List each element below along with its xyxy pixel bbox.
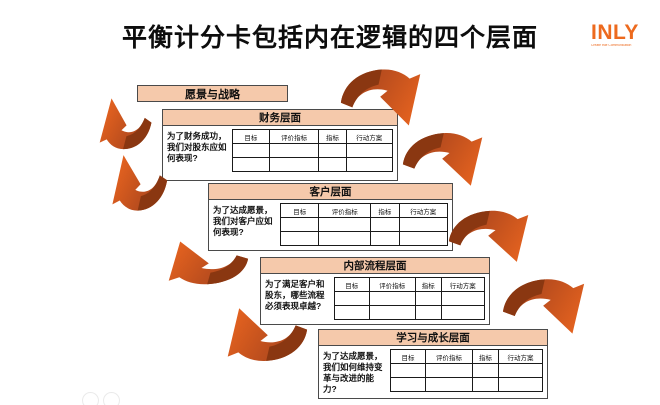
col-header-action: 行动方案 xyxy=(398,203,449,218)
internal-process-title: 内部流程层面 xyxy=(261,258,489,274)
customer-table: 目标 评价指标 指标 行动方案 xyxy=(279,203,449,246)
curved-arrow-down-2-icon xyxy=(402,133,483,186)
table-cell xyxy=(424,377,474,392)
table-cell xyxy=(318,231,372,246)
curved-arrow-up-2-icon xyxy=(112,154,169,213)
table-cell xyxy=(279,217,320,232)
financial-table: 目标 评价指标 指标 行动方案 xyxy=(232,129,394,172)
table-cell xyxy=(334,291,370,306)
table-cell xyxy=(345,157,394,172)
table-cell xyxy=(232,157,270,172)
curved-arrow-down-4-icon xyxy=(503,279,585,334)
learning-growth-body: 为了达成愿景，我们如何维持变革与改进的能力? 目标 评价指标 指标 行动方案 xyxy=(319,346,547,398)
logo-text: INLY xyxy=(591,21,639,44)
col-header-metric: 评价指标 xyxy=(318,203,372,218)
company-logo: INLY Create true Communication xyxy=(591,22,657,50)
table-cell xyxy=(268,143,320,158)
logo-tagline: Create true Communication xyxy=(591,44,632,48)
table-cell xyxy=(370,217,400,232)
table-cell xyxy=(334,305,370,320)
col-header-action: 行动方案 xyxy=(345,129,394,144)
customer-question: 为了达成愿景，我们对客户应如何表现? xyxy=(213,205,273,238)
table-cell xyxy=(415,305,442,320)
table-cell xyxy=(497,377,544,392)
financial-perspective-box: 财务层面 为了财务成功，我们对股东应如何表现? 目标 评价指标 指标 行动方案 xyxy=(162,109,398,181)
customer-perspective-body: 为了达成愿景，我们对客户应如何表现? 目标 评价指标 指标 行动方案 xyxy=(209,200,452,249)
table-cell xyxy=(279,231,320,246)
col-header-target: 指标 xyxy=(370,203,400,218)
col-header-action: 行动方案 xyxy=(497,349,544,364)
internal-process-question: 为了满足客户和股东，哪些流程必须表现卓越? xyxy=(265,279,325,312)
table-cell xyxy=(368,291,416,306)
financial-perspective-title: 财务层面 xyxy=(163,110,397,126)
col-header-target: 指标 xyxy=(318,129,347,144)
internal-process-perspective-box: 内部流程层面 为了满足客户和股东，哪些流程必须表现卓越? 目标 评价指标 指标 … xyxy=(260,257,490,325)
table-cell xyxy=(497,363,544,378)
learning-growth-perspective-box: 学习与成长层面 为了达成愿景，我们如何维持变革与改进的能力? 目标 评价指标 指… xyxy=(318,329,548,399)
table-cell xyxy=(440,305,485,320)
col-header-goal: 目标 xyxy=(232,129,270,144)
col-header-goal: 目标 xyxy=(390,349,426,364)
internal-process-body: 为了满足客户和股东，哪些流程必须表现卓越? 目标 评价指标 指标 行动方案 xyxy=(261,274,489,323)
financial-question: 为了财务成功，我们对股东应如何表现? xyxy=(167,131,227,164)
col-header-metric: 评价指标 xyxy=(368,277,416,292)
curved-arrow-up-4-icon xyxy=(227,308,308,361)
curved-arrow-up-1-icon xyxy=(99,97,154,152)
curved-arrow-down-3-icon xyxy=(448,210,529,262)
internal-process-table: 目标 评价指标 指标 行动方案 xyxy=(334,277,485,320)
col-header-metric: 评价指标 xyxy=(424,349,474,364)
col-header-goal: 目标 xyxy=(334,277,370,292)
table-cell xyxy=(390,377,426,392)
table-cell xyxy=(368,305,416,320)
curved-arrow-up-3-icon xyxy=(168,241,249,285)
learning-growth-question: 为了达成愿景，我们如何维持变革与改进的能力? xyxy=(323,351,383,395)
table-cell xyxy=(268,157,320,172)
table-cell xyxy=(345,143,394,158)
table-cell xyxy=(415,291,442,306)
table-cell xyxy=(318,217,372,232)
col-header-target: 指标 xyxy=(472,349,499,364)
table-cell xyxy=(318,143,347,158)
col-header-target: 指标 xyxy=(415,277,442,292)
vision-strategy-box: 愿景与战略 xyxy=(137,85,288,102)
table-cell xyxy=(370,231,400,246)
learning-growth-title: 学习与成长层面 xyxy=(319,330,547,346)
col-header-metric: 评价指标 xyxy=(268,129,320,144)
col-header-action: 行动方案 xyxy=(440,277,485,292)
watermark-circle xyxy=(82,392,99,405)
table-cell xyxy=(390,363,426,378)
watermark-circle xyxy=(103,392,120,405)
page-title: 平衡计分卡包括内在逻辑的四个层面 xyxy=(121,24,538,52)
table-cell xyxy=(440,291,485,306)
table-cell xyxy=(424,363,474,378)
customer-perspective-box: 客户层面 为了达成愿景，我们对客户应如何表现? 目标 评价指标 指标 行动方案 xyxy=(208,183,453,251)
financial-perspective-body: 为了财务成功，我们对股东应如何表现? 目标 评价指标 指标 行动方案 xyxy=(163,126,397,175)
table-cell xyxy=(398,231,449,246)
table-cell xyxy=(472,377,499,392)
curved-arrow-down-1-icon xyxy=(340,69,421,126)
table-cell xyxy=(472,363,499,378)
learning-growth-table: 目标 评价指标 指标 行动方案 xyxy=(390,349,544,392)
table-cell xyxy=(232,143,270,158)
customer-perspective-title: 客户层面 xyxy=(209,184,452,200)
col-header-goal: 目标 xyxy=(279,203,320,218)
table-cell xyxy=(398,217,449,232)
table-cell xyxy=(318,157,347,172)
